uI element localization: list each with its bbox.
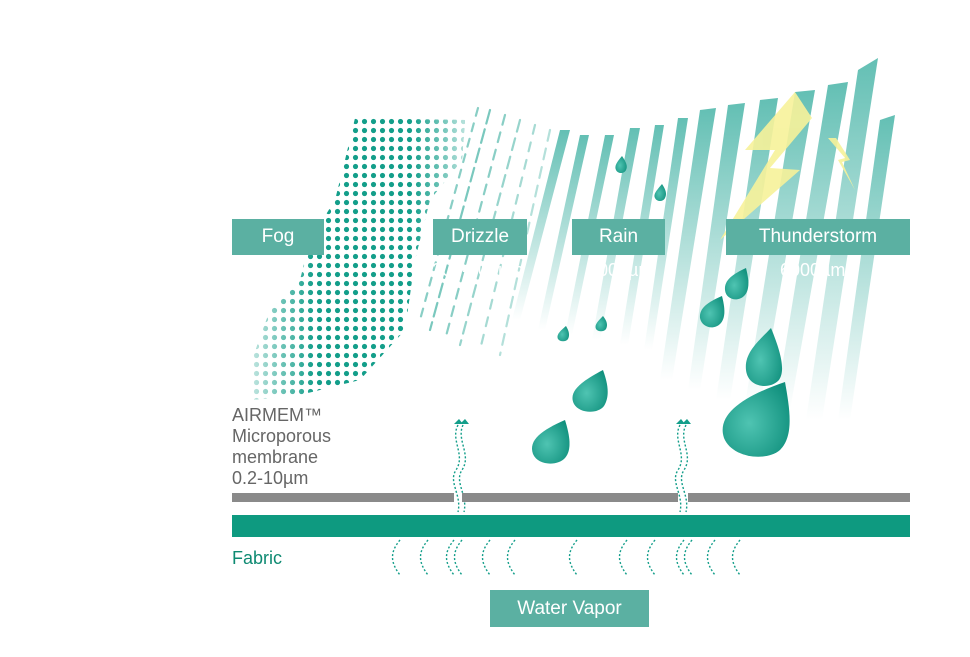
lightning-icon — [720, 92, 855, 240]
fog-label: Fog — [232, 219, 324, 255]
drizzle-size: 200-500µm — [432, 260, 524, 280]
membrane-line2: membrane — [232, 447, 319, 467]
fabric-bar — [232, 515, 910, 537]
rain-size: 2000µm — [588, 260, 654, 280]
rain-label: Rain — [572, 219, 665, 255]
vapor-wisps — [391, 539, 741, 576]
fabric-label: Fabric — [232, 548, 283, 568]
water-vapor-label: Water Vapor — [490, 590, 649, 627]
membrane-line1: Microporous — [232, 426, 332, 446]
membrane-description: AIRMEM™ Microporous membrane 0.2-10µm — [232, 405, 331, 489]
drop-icon — [654, 184, 666, 201]
drop-icon — [724, 268, 749, 300]
membrane-pore-size: 0.2-10µm — [232, 468, 309, 488]
thunderstorm-label: Thunderstorm — [726, 219, 910, 255]
water-drops — [531, 156, 790, 464]
drop-icon — [595, 316, 607, 332]
drop-icon — [722, 382, 790, 457]
drop-icon — [615, 156, 627, 173]
membrane-brand: AIRMEM™ — [232, 405, 322, 425]
drop-icon — [531, 420, 570, 464]
thunderstorm-size: 6000µm — [780, 260, 846, 280]
fog-area — [250, 118, 465, 400]
vapor-through-membrane — [452, 424, 689, 513]
drop-icon — [572, 370, 608, 412]
drop-icon — [745, 328, 783, 386]
fog-size: 1-10µm — [240, 260, 302, 280]
drop-icon — [557, 326, 570, 342]
vapor-arrows — [454, 419, 691, 424]
drop-icon — [699, 296, 725, 328]
membrane-line — [232, 493, 910, 502]
drizzle-label: Drizzle — [433, 219, 527, 255]
